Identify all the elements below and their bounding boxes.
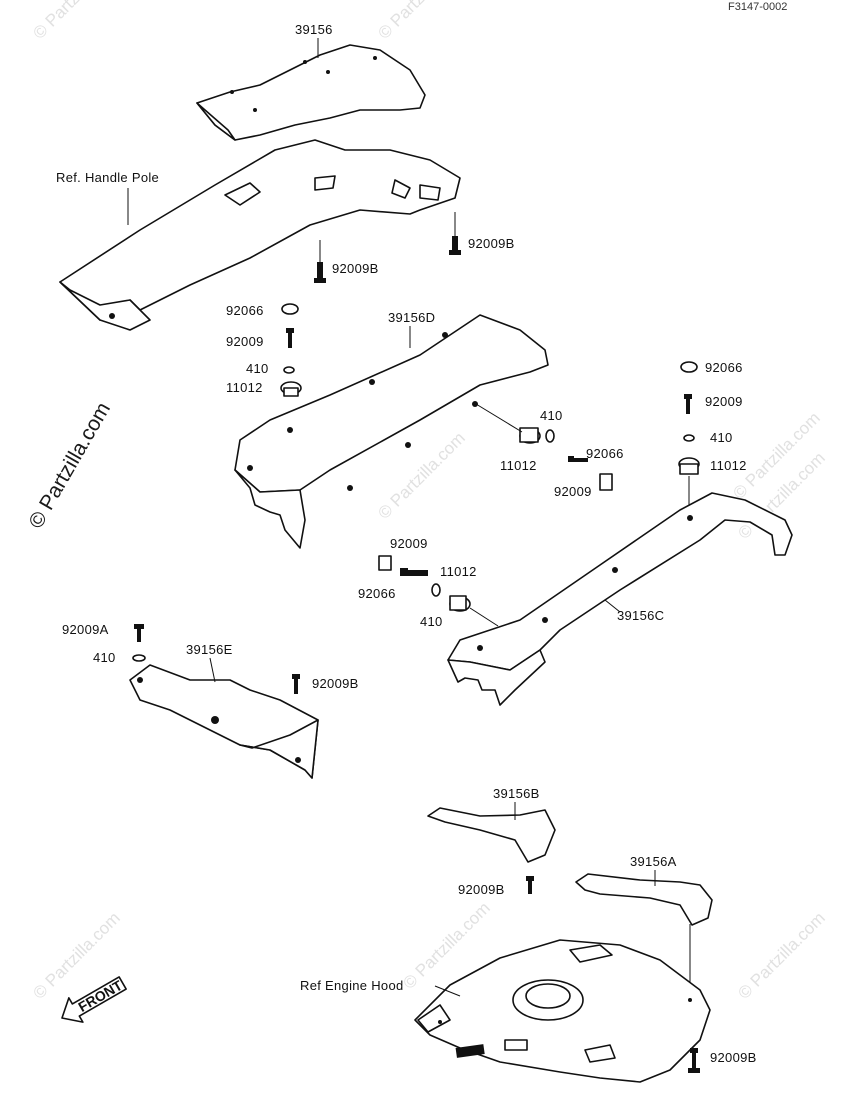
label-92009-right: 92009 [705,394,743,409]
part-39156 [196,44,426,141]
label-410-lower-left: 410 [93,650,116,665]
label-410-center: 410 [420,614,443,629]
label-92066-center: 92066 [358,586,396,601]
part-39156C [447,492,793,706]
label-92009A: 92009A [62,622,109,637]
label-39156C: 39156C [617,608,664,623]
part-39156D [234,314,549,549]
label-11012-mid: 11012 [500,458,537,473]
label-92066-left: 92066 [226,303,264,318]
part-39156E [129,664,319,779]
engine-hood [414,939,711,1083]
fasteners-center [378,555,499,627]
screw-92009b-bottom-mid [526,876,534,894]
label-410-mid: 410 [540,408,563,423]
partzilla-watermark: © Partzilla.com [24,398,115,532]
label-39156E: 39156E [186,642,233,657]
label-39156D: 39156D [388,310,435,325]
label-92009b-top-right: 92009B [468,236,515,251]
label-92009-mid: 92009 [554,484,592,499]
front-arrow-label: FRONT [75,977,125,1015]
label-410-left: 410 [246,361,269,376]
label-92009-left: 92009 [226,334,264,349]
fasteners-mid-right [475,403,613,491]
fasteners-lower-left [132,624,300,694]
label-11012-center: 11012 [440,564,477,579]
label-92009b-bottom-mid: 92009B [458,882,505,897]
label-39156: 39156 [295,22,333,37]
label-11012-right: 11012 [710,458,747,473]
screw-92009b-bottom-right [688,1048,700,1073]
fasteners-right-stack [678,361,700,515]
label-92066-mid: 92066 [586,446,624,461]
label-ref-engine-hood: Ref Engine Hood [300,978,404,993]
label-11012-left: 11012 [226,380,263,395]
part-39156A [575,873,713,926]
screw-92009b-top-right [449,212,461,255]
watermark-text: © Partzilla.com [374,428,468,522]
handle-pole [59,139,461,331]
label-92009b-top-mid: 92009B [332,261,379,276]
label-ref-handle-pole: Ref. Handle Pole [56,170,159,185]
screw-92009b-top-mid [314,240,326,283]
front-arrow: FRONT [61,976,127,1023]
fasteners-left-stack [280,303,302,397]
label-410-right: 410 [710,430,733,445]
label-92066-right: 92066 [705,360,743,375]
part-39156B [427,807,556,863]
label-92009b-lower-left: 92009B [312,676,359,691]
label-39156B: 39156B [493,786,540,801]
label-92009-center: 92009 [390,536,428,551]
watermark-text: © Partzilla.com [374,0,468,43]
figure-code: F3147-0002 [728,1,787,13]
label-39156A: 39156A [630,854,677,869]
label-92009b-bottom-right: 92009B [710,1050,757,1065]
watermark-text: © Partzilla.com [734,908,828,1002]
watermark-text: © Partzilla.com [29,0,123,43]
